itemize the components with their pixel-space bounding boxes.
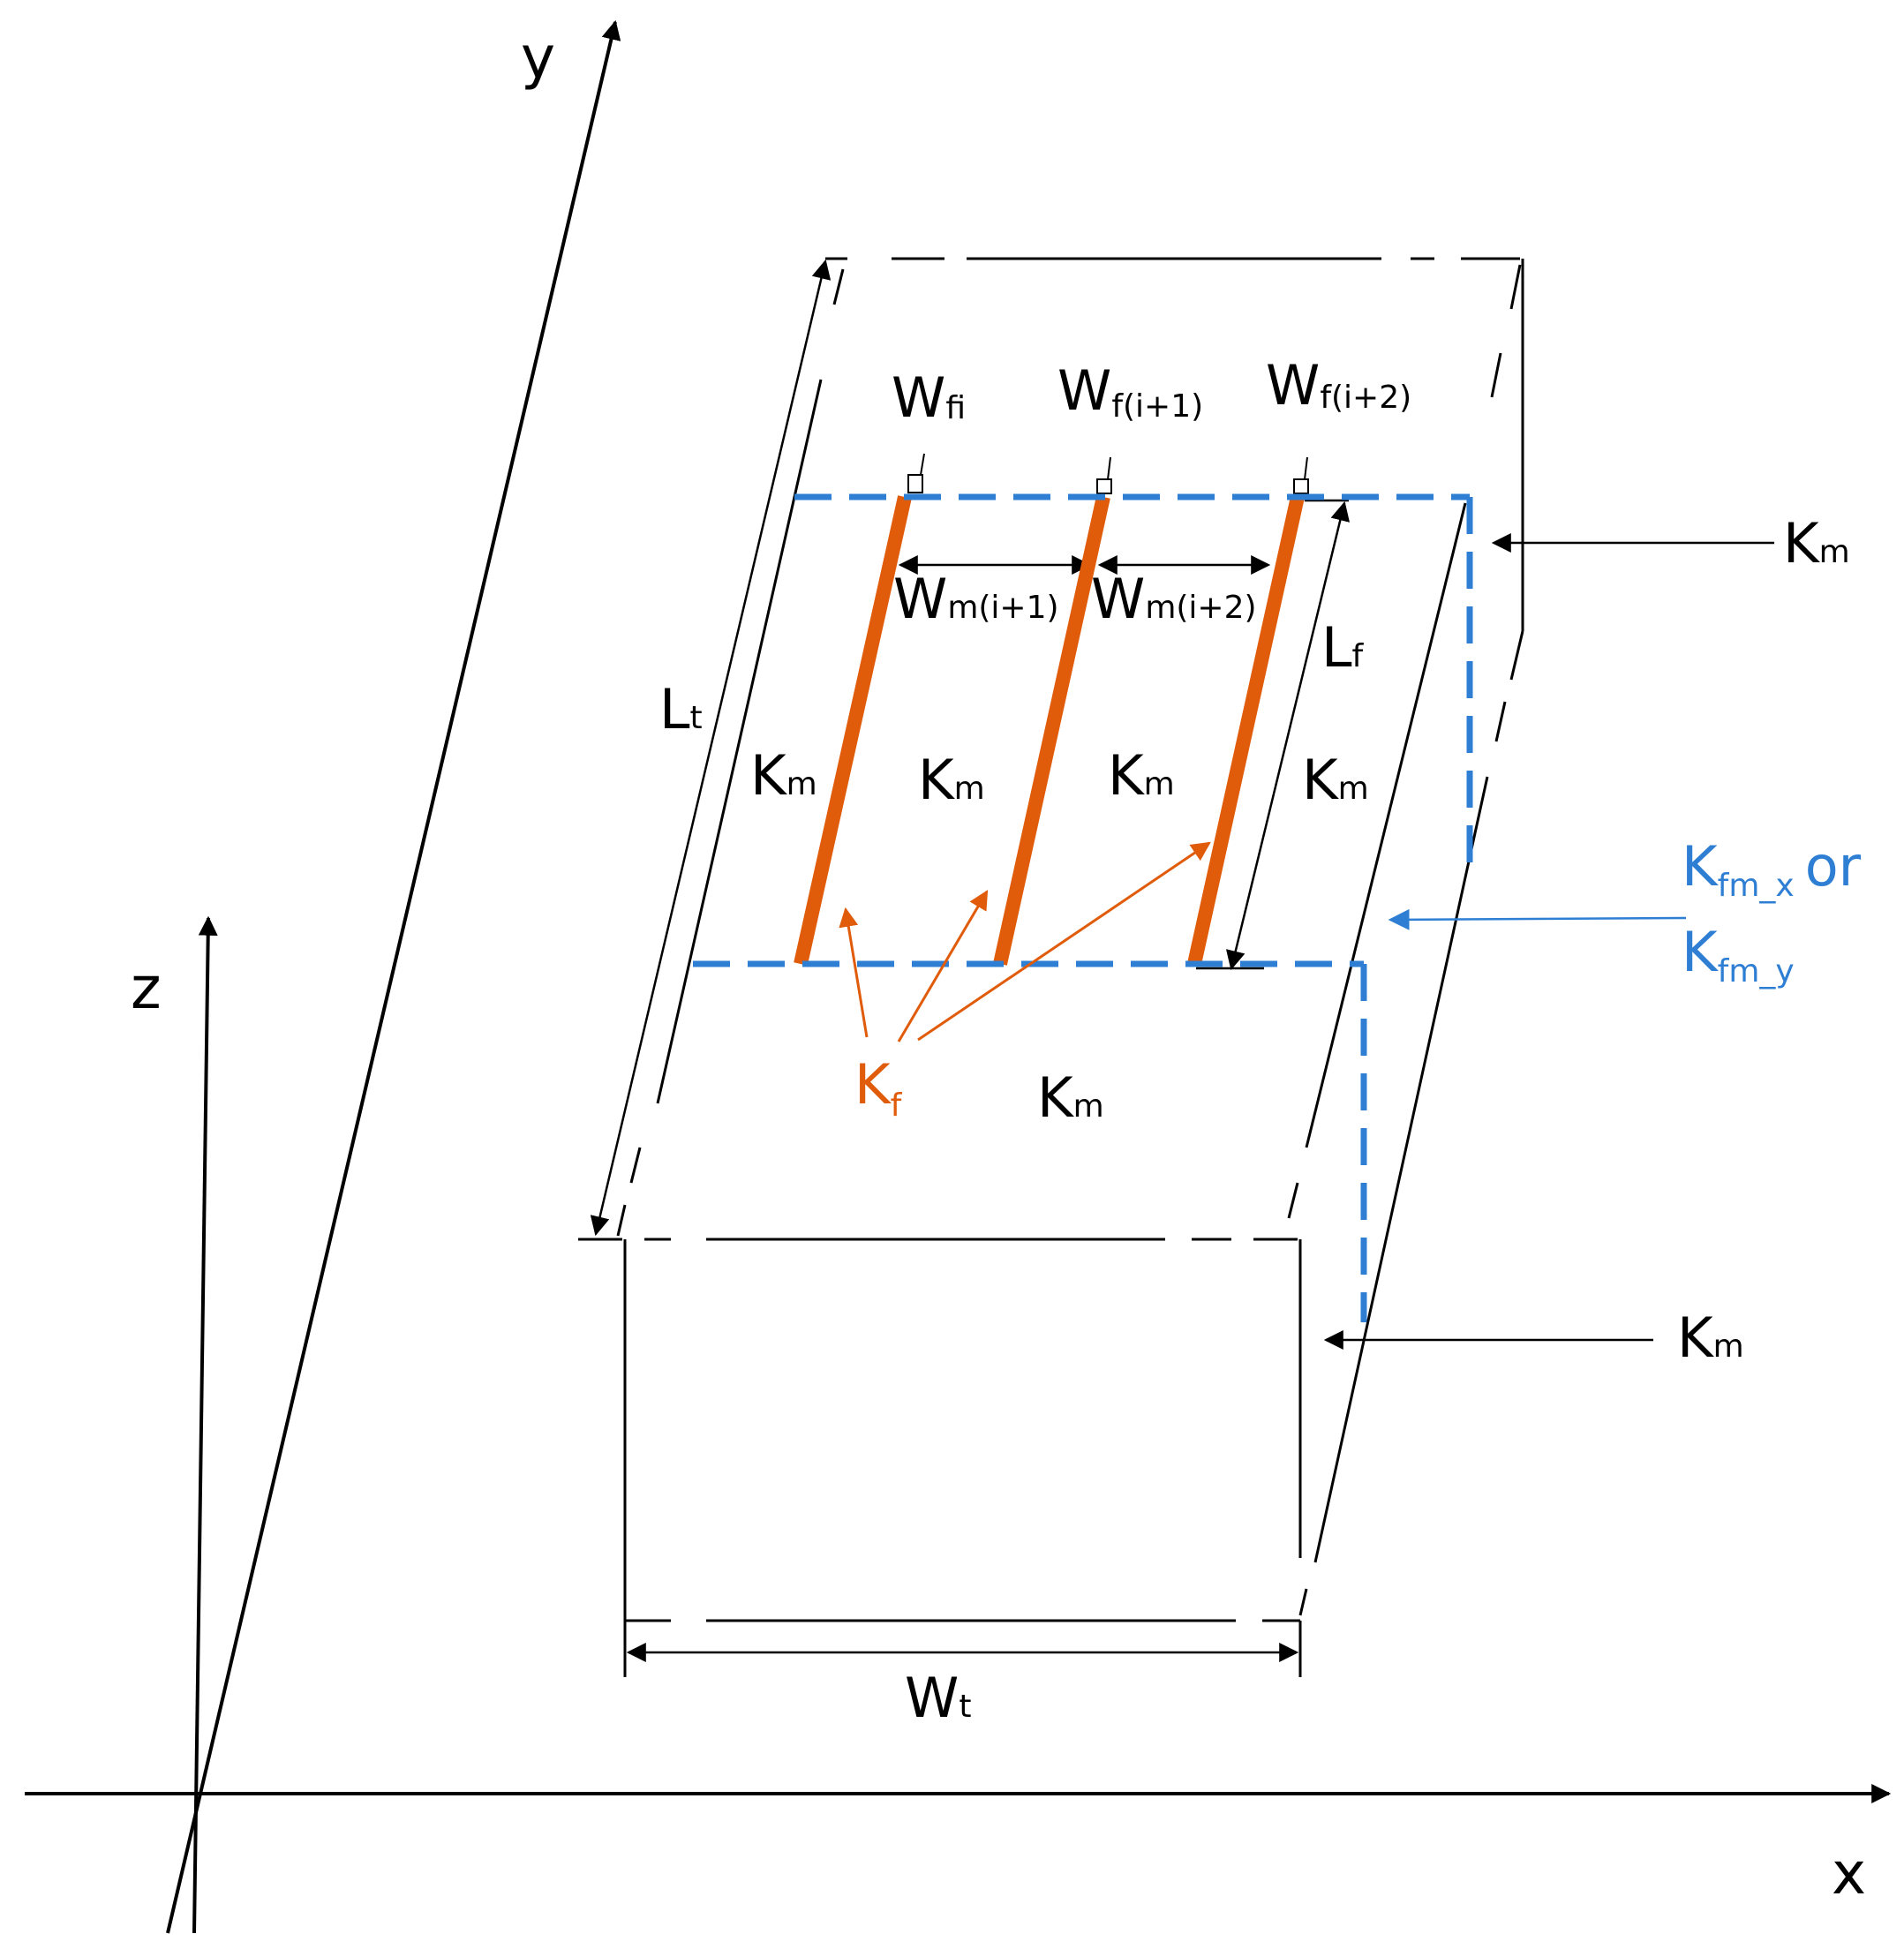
- fiber-length-label: Lf: [1321, 615, 1365, 680]
- interface-label-y: Kfm_y: [1682, 920, 1795, 990]
- lf-dimension-arrow: [1225, 500, 1351, 971]
- kf-pointers: [839, 841, 1211, 1042]
- y-axis: [166, 19, 621, 1934]
- total-width-label: Wt: [905, 1666, 971, 1730]
- y-axis-label: y: [521, 24, 555, 92]
- matrix-label-4: Km: [1302, 748, 1369, 812]
- fiber-i1: [993, 495, 1110, 966]
- interface-pointer: [1388, 908, 1687, 930]
- ply-outline: [578, 257, 1524, 1677]
- fiber-stiffness-label: Kf: [854, 1052, 903, 1124]
- fiber-label-i1: Wf(i+1): [1057, 358, 1203, 425]
- total-length-label: Lt: [659, 677, 703, 741]
- dimensions: [590, 259, 1774, 1662]
- fiber-i2: [1187, 495, 1305, 966]
- matrix-label-1: Km: [750, 743, 817, 808]
- fiber-caps: [907, 453, 1309, 494]
- matrix-label-2: Km: [918, 748, 985, 812]
- lt-dimension-arrow: [590, 259, 832, 1237]
- x-axis-label: x: [1832, 1840, 1866, 1908]
- fibers: [794, 495, 1305, 966]
- matrix-label-5: Km: [1037, 1065, 1104, 1130]
- axes: [25, 19, 1892, 1934]
- fiber-i: [794, 495, 912, 966]
- spacing-label-i1: Wm(i+1): [893, 567, 1059, 631]
- fiber-label-i2: Wf(i+2): [1266, 353, 1411, 418]
- matrix-label-3: Km: [1108, 743, 1175, 808]
- spacing-label-i2: Wm(i+2): [1091, 567, 1257, 631]
- matrix-label-right-top: Km: [1783, 511, 1850, 576]
- z-axis: [192, 915, 218, 1934]
- fiber-label-i: Wfi: [892, 365, 966, 430]
- matrix-label-right-bottom: Km: [1677, 1306, 1744, 1370]
- z-axis-label: z: [131, 954, 162, 1022]
